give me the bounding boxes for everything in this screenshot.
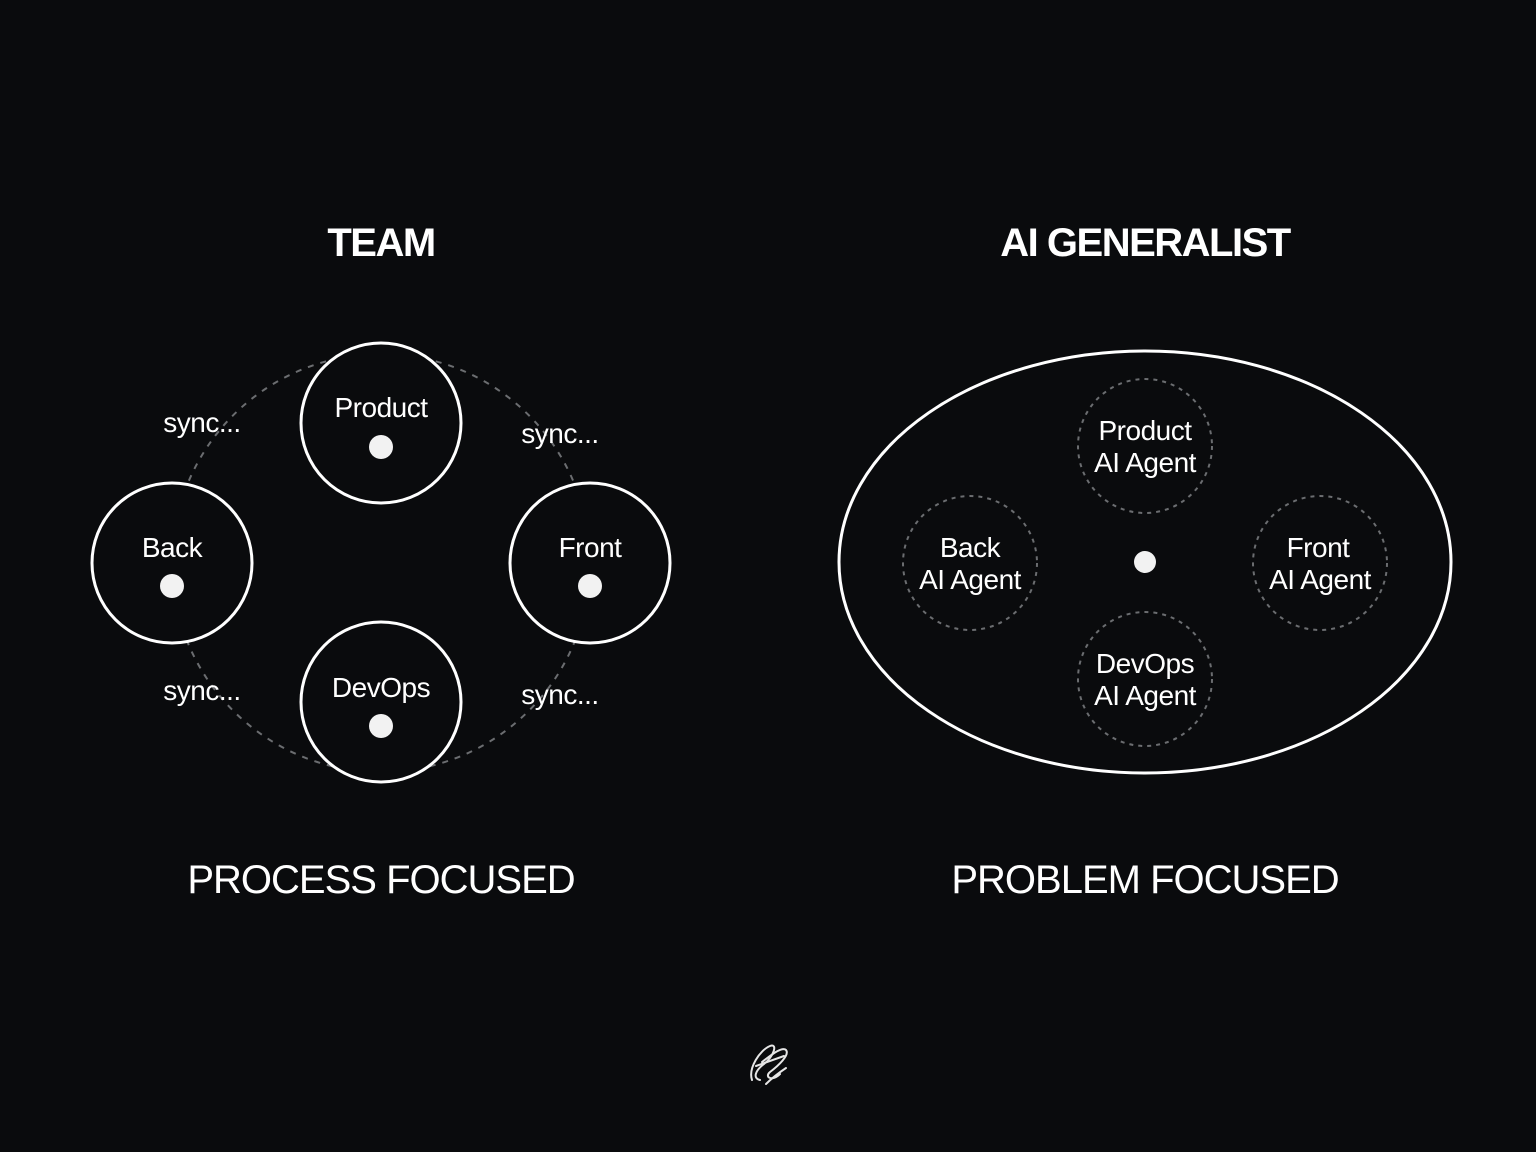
agent-back-circle (902, 495, 1038, 631)
node-devops-label: DevOps (332, 672, 430, 703)
node-back: Back (90, 481, 254, 645)
agent-back-line2: AI Agent (919, 564, 1022, 595)
sync-label-bottom-right: sync... (521, 679, 598, 710)
agent-product-line2: AI Agent (1094, 447, 1197, 478)
agent-devops-line1: DevOps (1096, 648, 1194, 679)
agent-product: Product AI Agent (1077, 378, 1213, 514)
node-devops-dot (369, 714, 393, 738)
node-front: Front (508, 481, 672, 645)
signature-stroke-4 (765, 1067, 787, 1085)
node-front-circle (508, 481, 672, 645)
node-product: Product (299, 341, 463, 505)
agent-front-circle (1252, 495, 1388, 631)
agent-front: Front AI Agent (1252, 495, 1388, 631)
ai-generalist-heading: AI GENERALIST (1000, 221, 1290, 265)
signature-logo-icon (750, 1044, 788, 1085)
agent-devops-line2: AI Agent (1094, 680, 1197, 711)
agent-devops: DevOps AI Agent (1077, 611, 1213, 747)
node-back-circle (90, 481, 254, 645)
signature-stroke-2 (761, 1048, 788, 1080)
ai-generalist-diagram: AI GENERALIST Product AI Agent Back AI A… (837, 221, 1453, 902)
node-product-circle (299, 341, 463, 505)
node-devops: DevOps (299, 620, 463, 784)
sync-label-bottom-left: sync... (163, 675, 240, 706)
agent-devops-circle (1077, 611, 1213, 747)
ai-generalist-caption: PROBLEM FOCUSED (951, 858, 1338, 902)
agent-back: Back AI Agent (902, 495, 1038, 631)
node-back-label: Back (142, 532, 204, 563)
team-caption: PROCESS FOCUSED (187, 858, 574, 902)
node-devops-circle (299, 620, 463, 784)
agent-front-line2: AI Agent (1269, 564, 1372, 595)
sync-label-top-left: sync... (163, 407, 240, 438)
team-heading: TEAM (327, 221, 434, 265)
agent-front-line1: Front (1287, 532, 1351, 563)
node-product-label: Product (335, 392, 429, 423)
generalist-ellipse (837, 349, 1453, 775)
signature-stroke-1 (750, 1044, 776, 1081)
node-back-dot (160, 574, 184, 598)
node-front-label: Front (559, 532, 623, 563)
sync-label-top-right: sync... (521, 418, 598, 449)
agent-product-line1: Product (1099, 415, 1193, 446)
team-diagram: TEAM Product Back Front DevOps sync (90, 221, 672, 902)
node-front-dot (578, 574, 602, 598)
agent-product-circle (1077, 378, 1213, 514)
node-product-dot (369, 435, 393, 459)
generalist-center-dot (1134, 551, 1156, 573)
agent-back-line1: Back (940, 532, 1002, 563)
signature-stroke-3 (755, 1055, 785, 1067)
